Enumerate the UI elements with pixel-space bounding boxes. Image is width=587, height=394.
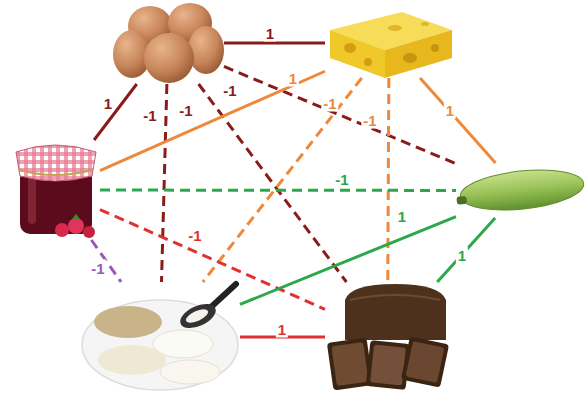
food-node <box>325 282 450 392</box>
food-node <box>12 140 100 240</box>
solid-connector <box>420 78 495 163</box>
rice-picture <box>82 284 238 390</box>
weight-label: -1 <box>221 82 238 99</box>
dashed-connector <box>161 84 166 282</box>
solid-connector <box>224 42 325 45</box>
weight-label: 1 <box>287 70 299 87</box>
weight-label: -1 <box>89 260 106 277</box>
weight-label: -1 <box>361 112 378 129</box>
dashed-connector <box>388 78 389 282</box>
weight-label: 1 <box>456 247 468 264</box>
food-node <box>325 8 453 78</box>
weight-label: -1 <box>141 107 158 124</box>
dashed-connector <box>100 189 456 192</box>
solid-connector <box>94 84 137 140</box>
solid-connector <box>437 218 495 282</box>
dashed-connector <box>100 210 325 310</box>
eggs-picture <box>113 3 224 83</box>
weight-label: 1 <box>264 25 276 42</box>
food-node <box>112 2 224 84</box>
weight-label: 1 <box>444 102 456 119</box>
zucchini-picture <box>456 165 585 216</box>
weight-label: -1 <box>333 171 350 188</box>
weight-label: 1 <box>396 208 408 225</box>
food-node <box>456 163 584 218</box>
weight-label: -1 <box>321 95 338 112</box>
bread-picture <box>327 284 449 391</box>
weight-label: -1 <box>186 227 203 244</box>
dashed-connector <box>203 78 362 282</box>
weight-label: -1 <box>177 102 194 119</box>
food-node <box>80 282 240 392</box>
dashed-connector <box>199 84 347 282</box>
cheese-picture <box>330 12 452 78</box>
weight-label: 1 <box>102 95 114 112</box>
weight-label: 1 <box>276 321 288 338</box>
jam-picture <box>16 145 96 238</box>
